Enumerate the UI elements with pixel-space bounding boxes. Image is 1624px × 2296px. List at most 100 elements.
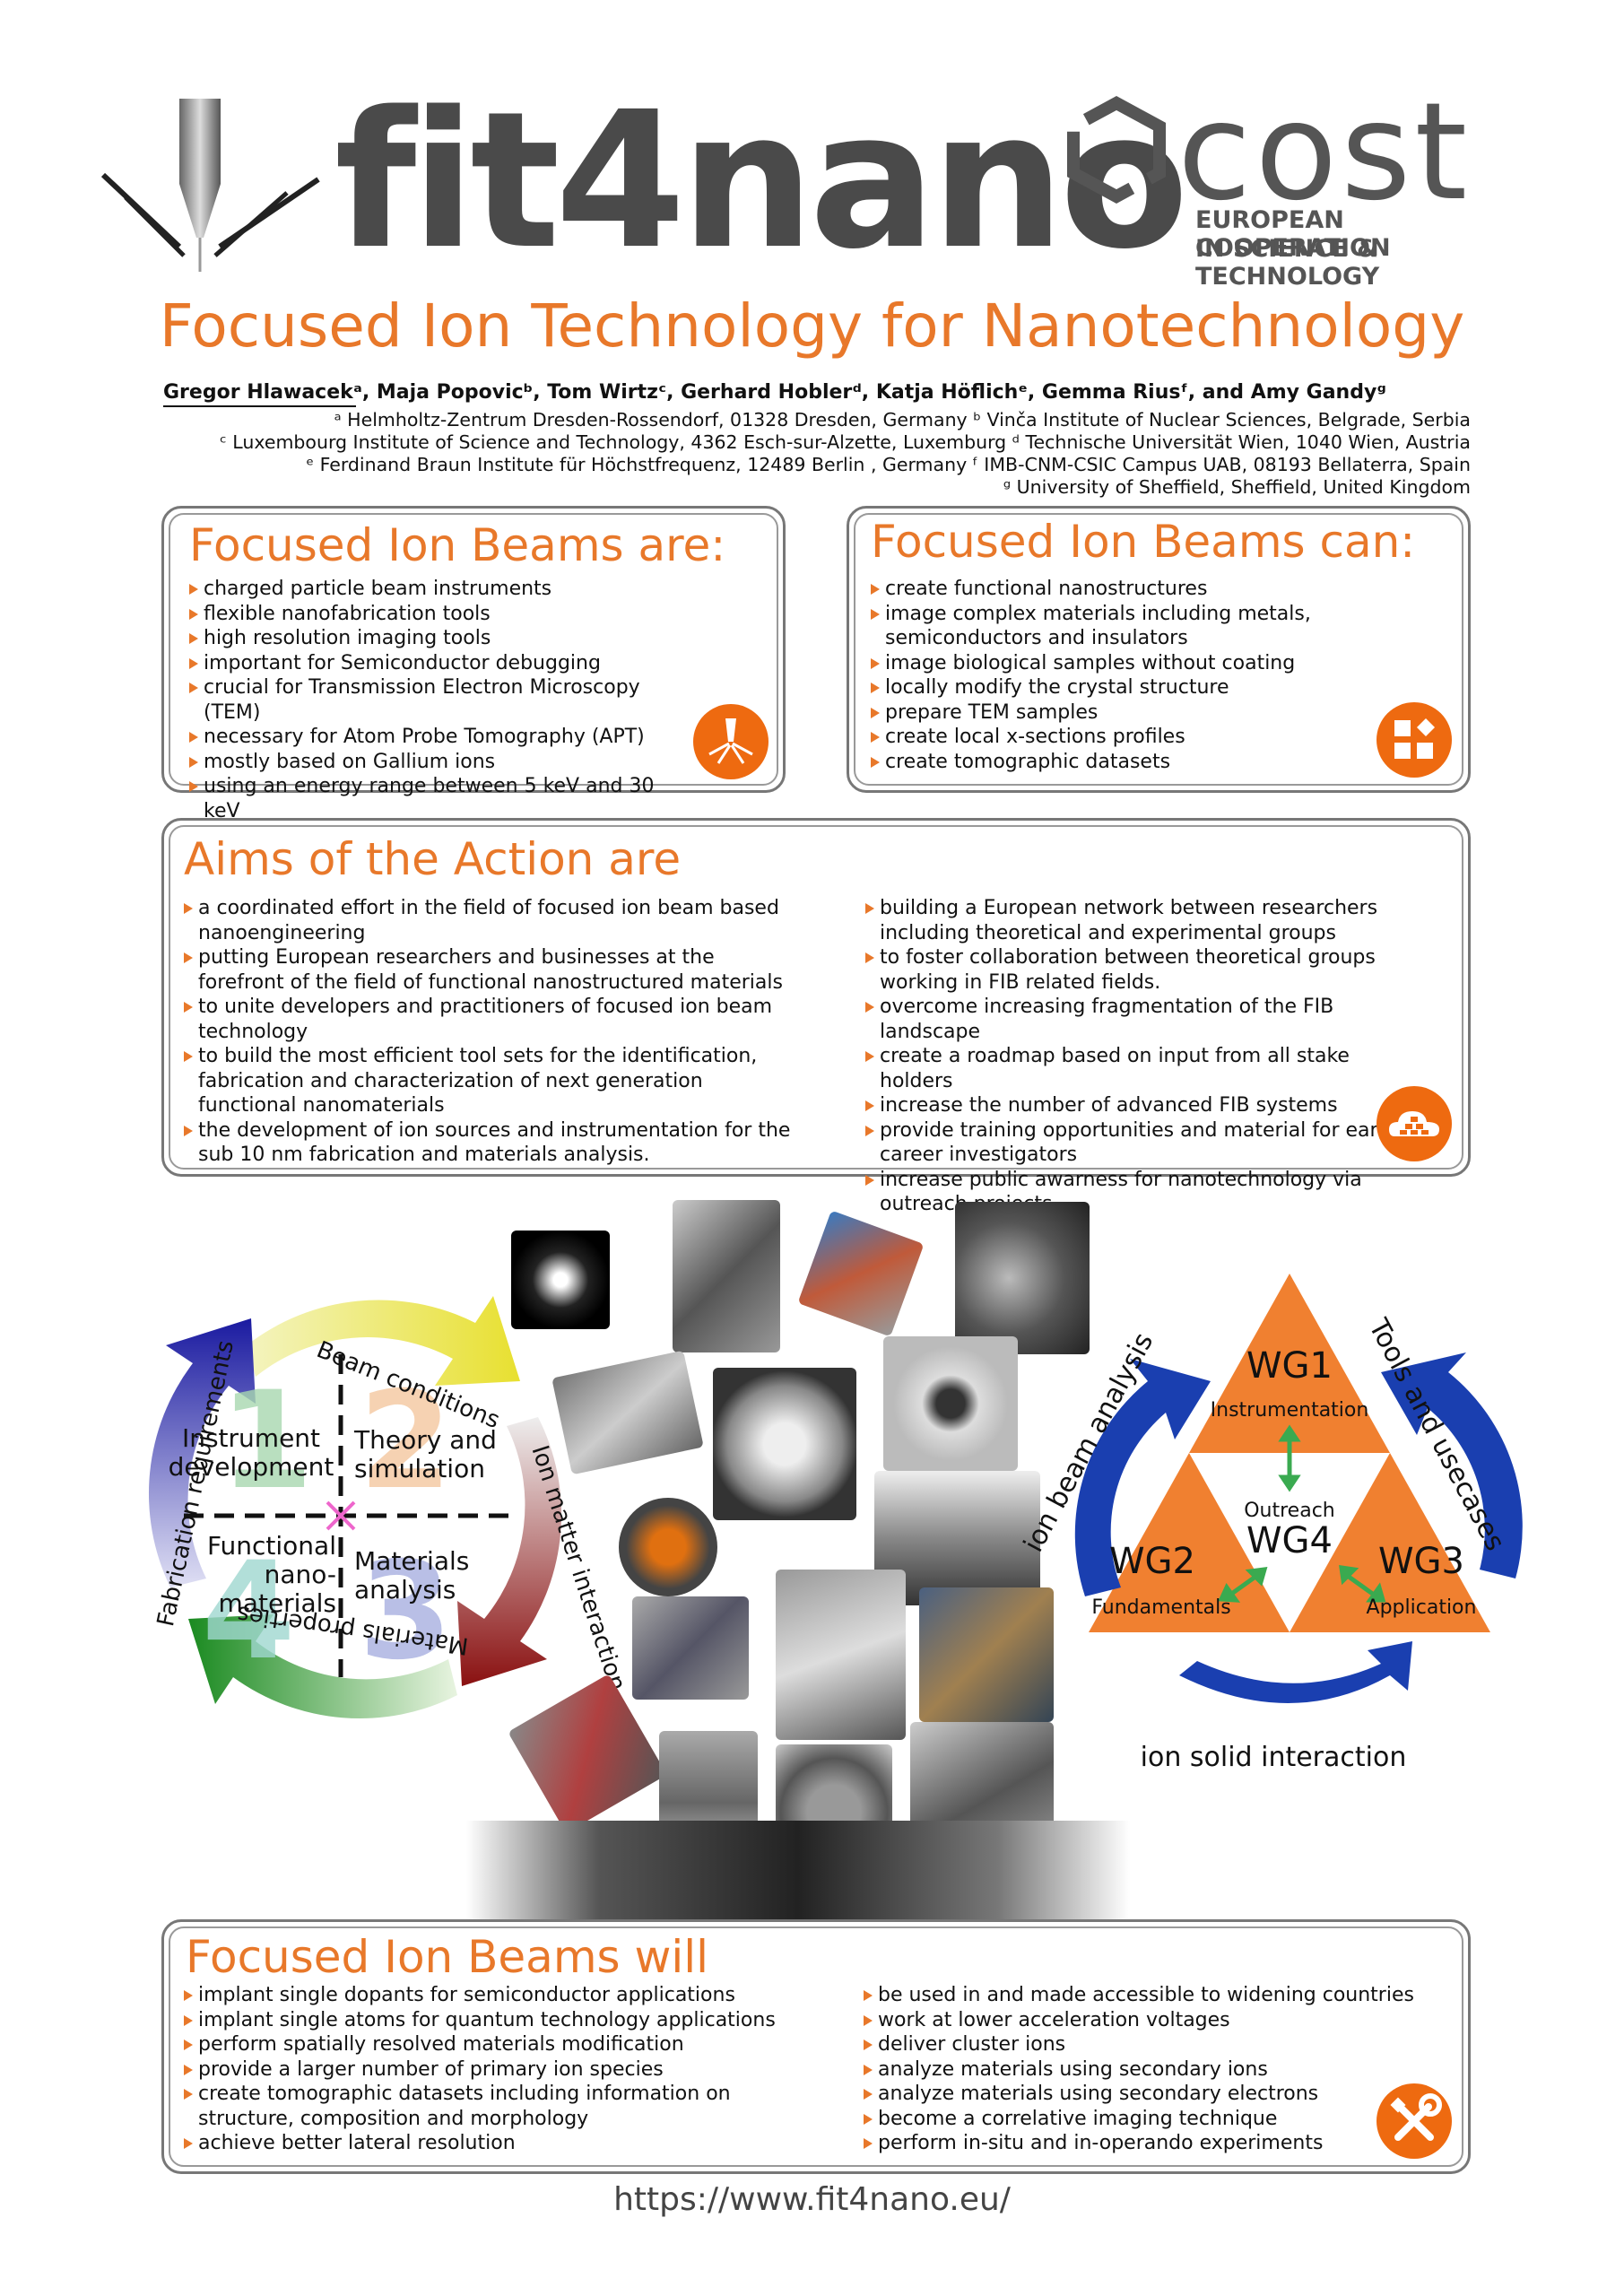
cloud-network-badge-icon (1376, 1086, 1452, 1161)
working-groups-diagram: WG1 Instrumentation Outreach WG4 WG2 Fun… (995, 1247, 1578, 1794)
box-can-title: Focused Ion Beams can: (871, 516, 1416, 568)
quadrant-number-1: 1 (220, 1363, 314, 1519)
cost-line1: EUROPEAN COOPERATION (1195, 206, 1391, 262)
affil-line-3: ᵉ Ferdinand Braun Institute für Höchstfr… (306, 454, 1472, 475)
quadrant-label-2: Theory and simulation (354, 1425, 497, 1483)
wg2-label: WG2 (1109, 1541, 1195, 1582)
microscope-image (919, 1587, 1054, 1722)
wg3-label: WG3 (1378, 1541, 1464, 1582)
list-item: to build the most efficient tool sets fo… (182, 1044, 792, 1118)
quadrant-label-3: Materials analysis (354, 1546, 470, 1605)
list-item: provide a larger number of primary ion s… (182, 2057, 801, 2083)
wg4-label: WG4 (1246, 1520, 1333, 1561)
list-item: create functional nanostructures (869, 577, 1461, 602)
microscope-image (955, 1202, 1090, 1354)
list-item: work at lower acceleration voltages (862, 2008, 1436, 2033)
website-link[interactable]: https://www.fit4nano.eu/ (613, 2181, 1011, 2218)
list-item: be used in and made accessible to wideni… (862, 1983, 1436, 2008)
list-item: achieve better lateral resolution (182, 2131, 801, 2156)
authors-underline (163, 405, 356, 407)
ion-solid-interaction-label: ion solid interaction (1140, 1742, 1407, 1773)
microscope-image (619, 1498, 717, 1596)
microscope-image (511, 1231, 610, 1329)
affil-line-2: ᶜ Luxembourg Institute of Science and Te… (220, 431, 1471, 453)
wg3-sublabel: Application (1366, 1596, 1477, 1619)
microscope-image (776, 1570, 906, 1740)
cycle-arrows (148, 1296, 562, 1719)
microscope-image (632, 1596, 749, 1700)
microscope-image (673, 1200, 780, 1352)
list-item: perform spatially resolved materials mod… (182, 2032, 801, 2057)
box-beams-are: Focused Ion Beams are: charged particle … (161, 506, 786, 822)
are-list: charged particle beam instruments flexib… (187, 577, 690, 823)
cycle-diagram: 1 2 3 4 Instrument development Theory an… (99, 1247, 630, 1767)
microscope-image (797, 1210, 925, 1337)
can-list: create functional nanostructures image c… (869, 577, 1461, 774)
quadrant-label-1: Instrument development (168, 1423, 334, 1482)
box-aims: Aims of the Action are a coordinated eff… (161, 818, 1471, 1215)
wg-shapes (1074, 1274, 1523, 1703)
list-item: analyze materials using secondary electr… (862, 2082, 1436, 2107)
list-item: create tomographic datasets (869, 750, 1461, 775)
instrument-photo (466, 1821, 1130, 1919)
list-item: building a European network between rese… (864, 896, 1420, 945)
shapes-badge-icon (1376, 702, 1452, 778)
ion-beam-badge-icon (693, 704, 769, 779)
quadrant-number-3: 3 (359, 1534, 453, 1690)
wg1-sublabel: Instrumentation (1210, 1399, 1369, 1422)
list-item: analyze materials using secondary ions (862, 2057, 1436, 2083)
list-item: provide training opportunities and mater… (864, 1118, 1420, 1168)
authors: Gregor Hlawacekᵃ, Maja Popovicᵇ, Tom Wir… (163, 381, 1386, 404)
quadrant-number-4: 4 (202, 1534, 296, 1690)
microscope-image (551, 1350, 704, 1475)
tools-badge-icon (1376, 2083, 1452, 2159)
microscope-image (883, 1336, 1018, 1471)
list-item: perform in-situ and in-operando experime… (862, 2131, 1436, 2156)
cost-wordmark: cost (1177, 74, 1472, 230)
list-item: flexible nanofabrication tools (187, 602, 690, 627)
list-item: using an energy range between 5 keV and … (187, 774, 690, 823)
list-item: to unite developers and practitioners of… (182, 995, 792, 1044)
box-will-title: Focused Ion Beams will (186, 1931, 709, 1983)
list-item: image complex materials including metals… (869, 602, 1461, 651)
affil-line-1: ᵃ Helmholtz-Zentrum Dresden-Rossendorf, … (334, 409, 1471, 430)
list-item: create local x-sections profiles (869, 725, 1461, 750)
photo-collage (466, 1193, 1112, 1910)
box-are-title: Focused Ion Beams are: (189, 519, 726, 571)
list-item: increase the number of advanced FIB syst… (864, 1093, 1420, 1118)
quadrant-label-4: Functional nano- materials (206, 1531, 336, 1618)
wg2-sublabel: Fundamentals (1091, 1596, 1231, 1619)
aims-right-list: building a European network between rese… (864, 896, 1420, 1217)
list-item: create tomographic datasets including in… (182, 2082, 801, 2131)
list-item: create a roadmap based on input from all… (864, 1044, 1420, 1093)
microscope-image (713, 1368, 856, 1520)
affiliations: ᵃ Helmholtz-Zentrum Dresden-Rossendorf, … (126, 409, 1471, 499)
ion-column-icon (100, 99, 320, 272)
list-item: the development of ion sources and instr… (182, 1118, 792, 1168)
list-item: necessary for Atom Probe Tomography (APT… (187, 725, 690, 750)
box-beams-will: Focused Ion Beams will implant single do… (161, 1919, 1471, 2174)
aims-left-list: a coordinated effort in the field of foc… (182, 896, 792, 1168)
poster-title: Focused Ion Technology for Nanotechnolog… (159, 291, 1465, 361)
list-item: implant single atoms for quantum technol… (182, 2008, 801, 2033)
box-beams-can: Focused Ion Beams can: create functional… (847, 506, 1471, 793)
list-item: image biological samples without coating (869, 651, 1461, 676)
list-item: charged particle beam instruments (187, 577, 690, 602)
cost-line2: IN SCIENCE & TECHNOLOGY (1195, 235, 1380, 291)
will-left-list: implant single dopants for semiconductor… (182, 1983, 801, 2156)
logo-text: fit4nano (334, 71, 1189, 291)
list-item: a coordinated effort in the field of foc… (182, 896, 792, 945)
fit4nano-logo: fit4nano (94, 87, 1189, 275)
list-item: to foster collaboration between theoreti… (864, 945, 1420, 995)
list-item: important for Semiconductor debugging (187, 651, 690, 676)
list-item: locally modify the crystal structure (869, 675, 1461, 700)
quadrant-number-2: 2 (359, 1363, 453, 1519)
hexagon-icon (1067, 96, 1166, 204)
list-item: overcome increasing fragmentation of the… (864, 995, 1420, 1044)
list-item: putting European researchers and busines… (182, 945, 792, 995)
list-item: implant single dopants for semiconductor… (182, 1983, 801, 2008)
wg4-sublabel: Outreach (1244, 1500, 1335, 1522)
box-aims-title: Aims of the Action are (184, 833, 682, 885)
list-item: become a correlative imaging technique (862, 2107, 1436, 2132)
list-item: deliver cluster ions (862, 2032, 1436, 2057)
